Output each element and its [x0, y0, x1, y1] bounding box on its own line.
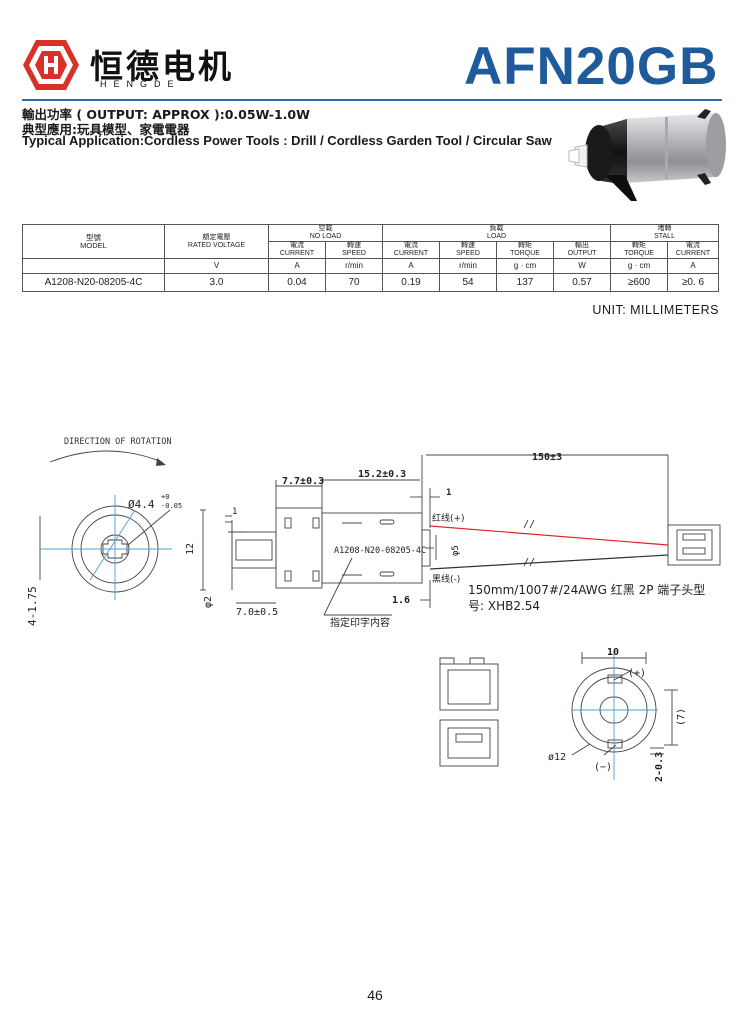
dim-7-paren: (7) — [676, 708, 687, 726]
application-en-line: Typical Application:Cordless Power Tools… — [22, 133, 552, 148]
header-model-cn: 型號 — [86, 232, 101, 242]
model-title: AFN20GB — [464, 37, 719, 96]
group-load-en: LOAD — [486, 233, 507, 240]
dim-12: 12 — [185, 543, 196, 555]
brand-name-cn: 恒德电机 — [90, 47, 234, 86]
dim-2-0-3: 2-0.3 — [654, 752, 665, 782]
table-cell: 3.0 — [164, 273, 269, 292]
rotation-label: DIRECTION OF ROTATION — [64, 437, 171, 447]
spec-table: 型號 MODEL 額定電壓 RATED VOLTAGE 空載 NO LOAD 負… — [22, 224, 720, 292]
terminal-plus-label: (+) — [628, 668, 646, 679]
group-stall-en: STALL — [654, 233, 675, 240]
table-cell: 54 — [439, 273, 498, 292]
unit-cell: g · cm — [610, 258, 669, 274]
hengde-logo-icon — [23, 40, 79, 90]
unit-cell-empty — [22, 258, 165, 274]
group-stall: 堵轉 STALL — [610, 224, 720, 242]
motor-photo — [568, 109, 726, 201]
group-no-load-cn: 空載 — [318, 225, 333, 232]
unit-cell: A — [382, 258, 441, 274]
terminal-spec-note: 号: XHB2.54 — [468, 599, 540, 613]
dim-phi2: φ2 — [203, 596, 214, 608]
shaft-diameter-label: Ø4.4 — [128, 498, 155, 511]
header-model-en: MODEL — [80, 240, 107, 250]
application-cn-line: 典型應用:玩具模型、家電電器 — [22, 122, 190, 137]
table-cell: 0.04 — [268, 273, 326, 292]
page-number: 46 — [367, 987, 383, 1003]
dim-1-top: 1 — [446, 488, 451, 498]
header-divider — [22, 99, 722, 101]
table-row: A1208-N20-08205-4C 3.0 0.04 70 0.19 54 1… — [22, 273, 720, 292]
output-power-line: 輸出功率 ( OUTPUT: APPROX ):0.05W-1.0W — [22, 107, 310, 122]
terminal-minus-label: (−) — [594, 762, 612, 773]
unit-cell: V — [164, 258, 269, 274]
header-voltage-cn: 額定電壓 — [202, 233, 231, 241]
unit-cell: A — [667, 258, 720, 274]
unit-cell: W — [553, 258, 612, 274]
technical-drawing: DIRECTION OF ROTATION Ø4.4 +0 -0.05 1 12… — [26, 437, 721, 782]
black-wire-label: 黑线(-) — [432, 573, 460, 585]
wire-spec-note: 150mm/1007#/24AWG 红黑 2P 端子头型 — [468, 582, 705, 597]
table-cell: 0.19 — [382, 273, 441, 292]
unit-cell: g · cm — [496, 258, 555, 274]
shaft-tolerance-plus: +0 — [161, 493, 169, 501]
dim-phi5: φ5 — [451, 545, 461, 556]
dim-1-left: 1 — [232, 507, 237, 517]
header-model: 型號 MODEL — [22, 224, 165, 259]
header-voltage: 額定電壓 RATED VOLTAGE — [164, 224, 269, 259]
unit-cell: r/min — [324, 258, 384, 274]
dim-phi12: ø12 — [548, 752, 566, 763]
dim-10: 10 — [607, 647, 619, 658]
dim-7-0: 7.0±0.5 — [236, 607, 278, 618]
shaft-tolerance-minus: -0.05 — [161, 502, 182, 510]
table-cell: 0.57 — [553, 273, 612, 292]
table-cell: 70 — [324, 273, 384, 292]
brand-name-en: HENGDE — [100, 79, 181, 89]
table-cell: A1208-N20-08205-4C — [22, 273, 165, 292]
table-cell: ≥0. 6 — [667, 273, 720, 292]
dim-1-6: 1.6 — [392, 595, 410, 606]
dim-15-2: 15.2±0.3 — [358, 469, 406, 480]
unit-cell: r/min — [439, 258, 498, 274]
dim-7-7: 7.7±0.3 — [282, 476, 324, 487]
table-cell: ≥600 — [610, 273, 669, 292]
group-no-load-en: NO LOAD — [309, 233, 342, 240]
group-load-cn: 負載 — [489, 225, 504, 232]
header-voltage-en: RATED VOLTAGE — [187, 241, 246, 249]
group-load: 負載 LOAD — [382, 224, 612, 242]
group-no-load: 空載 NO LOAD — [267, 224, 384, 242]
table-cell: 137 — [496, 273, 555, 292]
group-stall-cn: 堵轉 — [657, 225, 672, 232]
unit-cell: A — [268, 258, 326, 274]
red-wire-label: 红线(+) — [432, 512, 465, 524]
print-content-note: 指定印字内容 — [330, 616, 390, 629]
dim-4-175: 4-1.75 — [26, 586, 39, 626]
unit-note: UNIT: MILLIMETERS — [592, 303, 719, 317]
dim-150: 150±3 — [532, 452, 562, 463]
motor-marking: A1208-N20-08205-4C — [334, 546, 426, 556]
